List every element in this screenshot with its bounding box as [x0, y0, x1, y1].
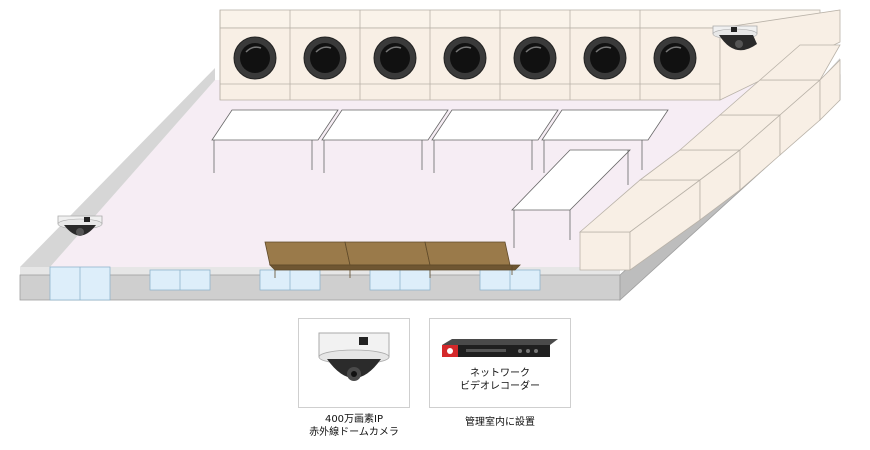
side-machines [578, 9, 841, 271]
recorder-name: ネットワーク ビデオレコーダー [430, 367, 570, 393]
washer-door-icon [429, 10, 487, 100]
camera-card [298, 318, 410, 408]
recorder-name-line1: ネットワーク [470, 368, 530, 379]
dome-camera-icon [712, 25, 758, 51]
recorder-card: ネットワーク ビデオレコーダー [429, 318, 571, 408]
washer-door-icon [639, 10, 697, 100]
recorder-location-caption: 管理室内に設置 [465, 417, 535, 428]
benches [264, 241, 521, 278]
dome-camera-icon [57, 215, 103, 236]
camera-name-line2: 赤外線ドームカメラ [309, 427, 399, 438]
washer-door-icon [219, 10, 277, 100]
washer-row [219, 9, 821, 101]
network-video-recorder-icon [442, 339, 558, 357]
washer-door-icon [359, 10, 417, 100]
washer-door-icon [569, 10, 627, 100]
washer-door-icon [289, 10, 347, 100]
dome-camera-icon [318, 332, 390, 381]
camera-name-line1: 400万画素IP [324, 414, 384, 425]
tables [211, 109, 669, 248]
washer-door-icon [499, 10, 557, 100]
camera-caption: 400万画素IP 赤外線ドームカメラ [268, 413, 440, 439]
recorder-name-line2: ビデオレコーダー [460, 381, 540, 392]
